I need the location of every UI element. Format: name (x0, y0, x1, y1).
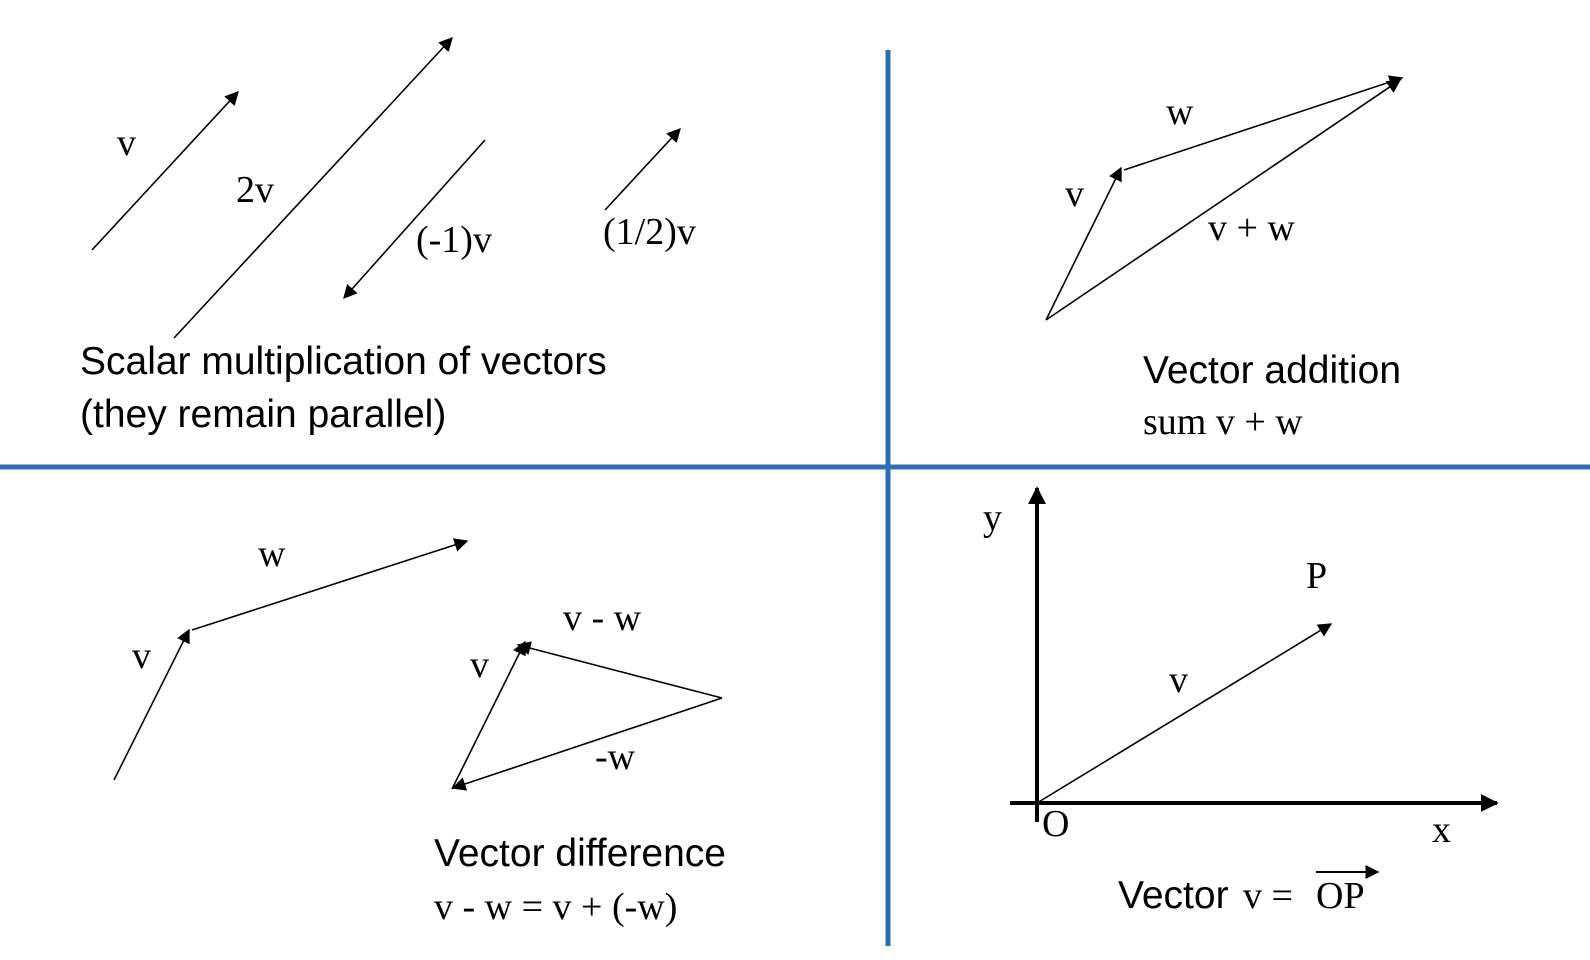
scalar-caption-line1: Scalar multiplication of vectors (80, 340, 607, 383)
difference-v-arrow-left (113, 628, 190, 781)
x-axis-label: x (1432, 809, 1451, 851)
difference-caption-line2: v - w = v + (-w) (434, 886, 677, 928)
difference-label-neg-w: -w (595, 736, 636, 778)
vector-neg-v-arrow (343, 139, 486, 300)
difference-caption-line1: Vector difference (434, 832, 726, 875)
difference-diff-arrow (516, 641, 723, 699)
point-p-label: P (1306, 555, 1327, 597)
addition-sum-arrow (1045, 79, 1402, 321)
position-vector-panel: y x O P v Vector v = OP (983, 486, 1499, 917)
addition-label-w: w (1166, 91, 1194, 133)
addition-label-sum: v + w (1208, 207, 1295, 249)
addition-v-arrow (1045, 166, 1122, 321)
difference-label-v-left: v (132, 635, 151, 677)
position-caption-op: OP (1316, 875, 1365, 917)
vector-v-arrow (91, 90, 239, 251)
addition-w-arrow (1123, 75, 1404, 171)
vector-2v-arrow (173, 36, 453, 339)
label-v: v (117, 122, 136, 164)
difference-w-arrow-left (191, 538, 469, 631)
difference-label-diff: v - w (563, 597, 642, 639)
scalar-caption-line2: (they remain parallel) (80, 393, 446, 436)
scalar-multiplication-panel: v 2v (-1)v (1/2)v Scalar multiplication … (80, 36, 696, 436)
y-axis-label: y (983, 497, 1002, 539)
vector-half-v-arrow (604, 127, 681, 211)
addition-caption-line1: Vector addition (1143, 349, 1401, 392)
position-vector-arrow (1036, 623, 1333, 804)
origin-label: O (1042, 803, 1069, 845)
position-label-v: v (1169, 659, 1188, 701)
vector-difference-panel: w v v v - w -w Vector difference v - w =… (113, 533, 726, 928)
difference-v-arrow-right (451, 640, 526, 790)
label-negative-v: (-1)v (416, 219, 492, 261)
difference-label-v-right: v (470, 644, 489, 686)
addition-caption-line2: sum v + w (1143, 401, 1303, 443)
difference-label-w: w (258, 533, 286, 575)
position-caption-formula: v = (1243, 875, 1293, 917)
addition-label-v: v (1065, 173, 1084, 215)
vector-addition-panel: w v v + w Vector addition sum v + w (1045, 75, 1404, 443)
position-caption-prefix: Vector (1118, 874, 1229, 917)
label-2v: 2v (236, 169, 274, 211)
difference-neg-w-arrow (451, 697, 723, 791)
label-half-v: (1/2)v (603, 211, 696, 253)
